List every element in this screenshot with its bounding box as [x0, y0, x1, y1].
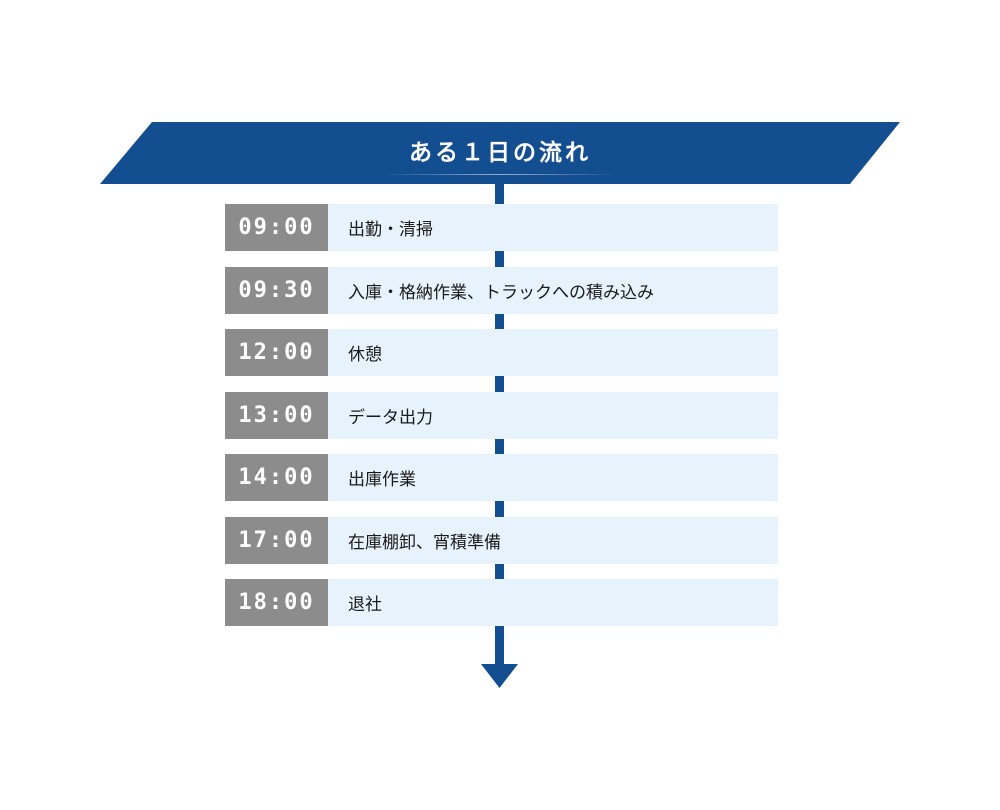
- schedule-activity: 出勤・清掃: [328, 204, 778, 251]
- schedule-activity: データ出力: [328, 392, 778, 439]
- diagram-title: ある１日の流れ: [409, 140, 591, 166]
- schedule-row: 13:00 データ出力: [225, 392, 778, 439]
- schedule-time: 17:00: [225, 517, 328, 564]
- schedule-row: 17:00 在庫棚卸、宵積準備: [225, 517, 778, 564]
- schedule-time: 12:00: [225, 329, 328, 376]
- schedule-time: 09:30: [225, 267, 328, 314]
- schedule-row: 14:00 出庫作業: [225, 454, 778, 501]
- schedule-time: 13:00: [225, 392, 328, 439]
- schedule-time: 09:00: [225, 204, 328, 251]
- schedule-time: 18:00: [225, 579, 328, 626]
- schedule-row: 18:00 退社: [225, 579, 778, 626]
- schedule-time: 14:00: [225, 454, 328, 501]
- timeline-arrow-head: [481, 664, 518, 688]
- schedule-activity: 出庫作業: [328, 454, 778, 501]
- schedule-row: 09:30 入庫・格納作業、トラックへの積み込み: [225, 267, 778, 314]
- title-underline: [380, 174, 620, 175]
- schedule-activity: 休憩: [328, 329, 778, 376]
- schedule-row: 09:00 出勤・清掃: [225, 204, 778, 251]
- schedule-activity: 入庫・格納作業、トラックへの積み込み: [328, 267, 778, 314]
- schedule-row: 12:00 休憩: [225, 329, 778, 376]
- schedule-activity: 退社: [328, 579, 778, 626]
- schedule-activity: 在庫棚卸、宵積準備: [328, 517, 778, 564]
- title-banner: [100, 122, 900, 184]
